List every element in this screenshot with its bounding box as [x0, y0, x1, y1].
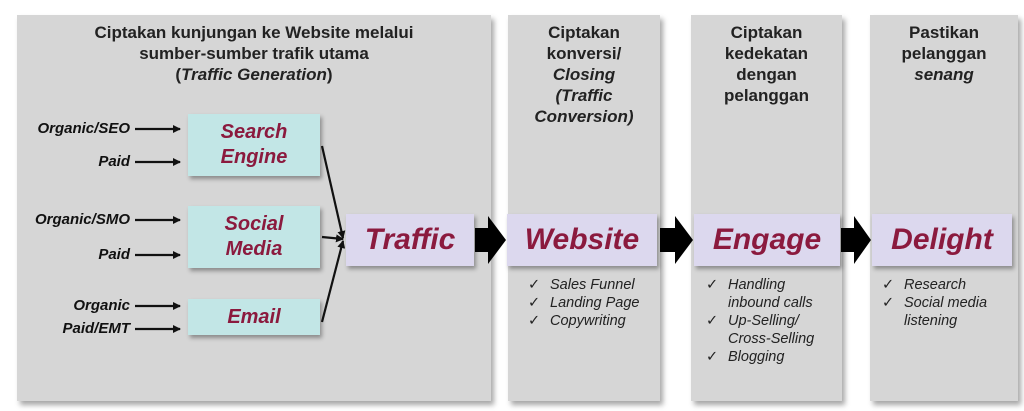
- stage-traffic: Traffic: [346, 214, 474, 266]
- input-label-organic-smo: Organic/SMO: [34, 211, 130, 228]
- heading-engagement: Ciptakan kedekatan dengan pelanggan: [723, 23, 809, 105]
- list-item: Copywriting: [528, 312, 663, 330]
- list-item: Up-Selling/Cross-Selling: [706, 312, 842, 348]
- list-item: Blogging: [706, 348, 842, 366]
- heading-traffic-conversion: Ciptakan konversi/ Closing (Traffic Conv…: [534, 23, 634, 126]
- input-label-organic-email: Organic: [73, 297, 130, 314]
- line-search-to-traffic: [320, 145, 346, 239]
- source-email: Email: [188, 299, 320, 335]
- input-label-paid-emt: Paid/EMT: [62, 320, 130, 337]
- checklist-website: Sales Funnel Landing Page Copywriting: [528, 276, 663, 330]
- stage-engage: Engage: [694, 214, 840, 266]
- list-item: Sales Funnel: [528, 276, 663, 294]
- panel-traffic-conversion: [508, 15, 660, 401]
- converging-lines: [320, 145, 346, 323]
- stage-website: Website: [507, 214, 657, 266]
- panel-delight: [870, 15, 1018, 401]
- block-arrows: [475, 216, 871, 264]
- list-item: Landing Page: [528, 294, 663, 312]
- input-arrows: [135, 125, 181, 333]
- line-social-to-traffic: [321, 234, 344, 243]
- block-arrow-1: [475, 216, 506, 264]
- block-arrow-3: [841, 216, 871, 264]
- list-item: Research: [882, 276, 1017, 294]
- input-label-paid-search: Paid: [98, 153, 130, 170]
- input-label-paid-social: Paid: [98, 246, 130, 263]
- heading-delight: Pastikan pelanggan senang: [901, 23, 987, 84]
- heading-traffic-generation: Ciptakan kunjungan ke Website melalui su…: [94, 23, 414, 84]
- block-arrow-2: [660, 216, 693, 264]
- input-label-organic-seo: Organic/SEO: [37, 120, 130, 137]
- stage-delight: Delight: [872, 214, 1012, 266]
- line-email-to-traffic: [320, 240, 346, 323]
